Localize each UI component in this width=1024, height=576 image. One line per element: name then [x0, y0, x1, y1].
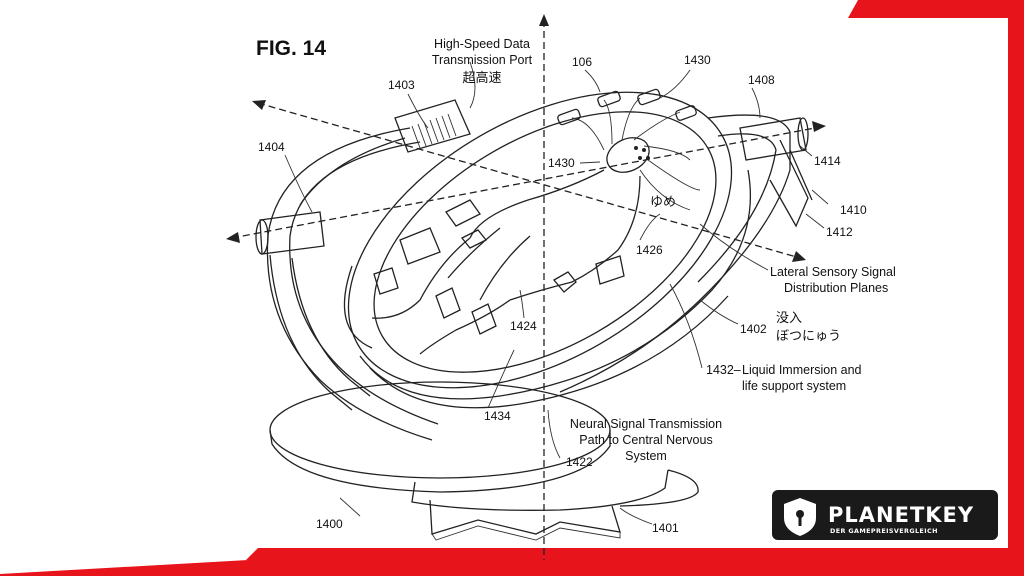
- label-1424: 1424: [510, 319, 537, 333]
- label-1426: 1426: [636, 243, 663, 257]
- label-1422: 1422: [566, 455, 593, 469]
- label-1401: 1401: [652, 521, 679, 535]
- label-1430-top: 1430: [684, 53, 711, 67]
- gimbal-ring: [255, 99, 813, 441]
- label-1430-mid: 1430: [548, 156, 575, 170]
- label-port-line1: High-Speed Data: [434, 37, 530, 51]
- label-1432: 1432–: [706, 363, 741, 377]
- label-yume-jp: ゆめ: [650, 195, 676, 210]
- label-106: 106: [572, 55, 592, 69]
- figure-labels: FIG. 14 High-Speed Data Transmission Por…: [256, 37, 896, 535]
- label-port-line2: Transmission Port: [432, 53, 533, 67]
- label-neural-line1: Neural Signal Transmission: [570, 417, 722, 431]
- figure-title: FIG. 14: [256, 37, 326, 60]
- label-botsunyu-kanji: 没入: [776, 311, 802, 326]
- label-1410: 1410: [840, 203, 867, 217]
- pedestal-base: [269, 381, 699, 541]
- helmet-cables: [557, 88, 701, 211]
- label-1400: 1400: [316, 517, 343, 531]
- label-1404: 1404: [258, 140, 285, 154]
- label-lateral-line1: Lateral Sensory Signal: [770, 265, 896, 279]
- watermark-name: PLANETKEY: [828, 503, 974, 527]
- planetkey-watermark: PLANETKEY DER GAMEPREISVERGLEICH: [772, 490, 998, 540]
- label-1414: 1414: [814, 154, 841, 168]
- label-1434: 1434: [484, 409, 511, 423]
- immersion-pod: [343, 91, 751, 409]
- label-1408: 1408: [748, 73, 775, 87]
- port-vents: [411, 113, 457, 149]
- label-neural-line3: System: [625, 449, 667, 463]
- watermark-tagline: DER GAMEPREISVERGLEICH: [830, 527, 938, 535]
- label-1402: 1402: [740, 322, 767, 336]
- label-botsunyu-kana: ぼつにゅう: [776, 329, 841, 344]
- label-1412: 1412: [826, 225, 853, 239]
- label-port-jp: 超高速: [462, 70, 501, 86]
- label-liquid-line2: life support system: [742, 379, 846, 393]
- label-1403: 1403: [388, 78, 415, 92]
- label-liquid-line1: Liquid Immersion and: [742, 363, 862, 377]
- label-lateral-line2: Distribution Planes: [784, 281, 888, 295]
- label-neural-line2: Path to Central Nervous: [579, 433, 712, 447]
- leader-lines: [284, 61, 829, 525]
- axis-lines: [226, 14, 826, 560]
- occupant-figure: [371, 137, 650, 355]
- key-shield-icon: [784, 498, 816, 536]
